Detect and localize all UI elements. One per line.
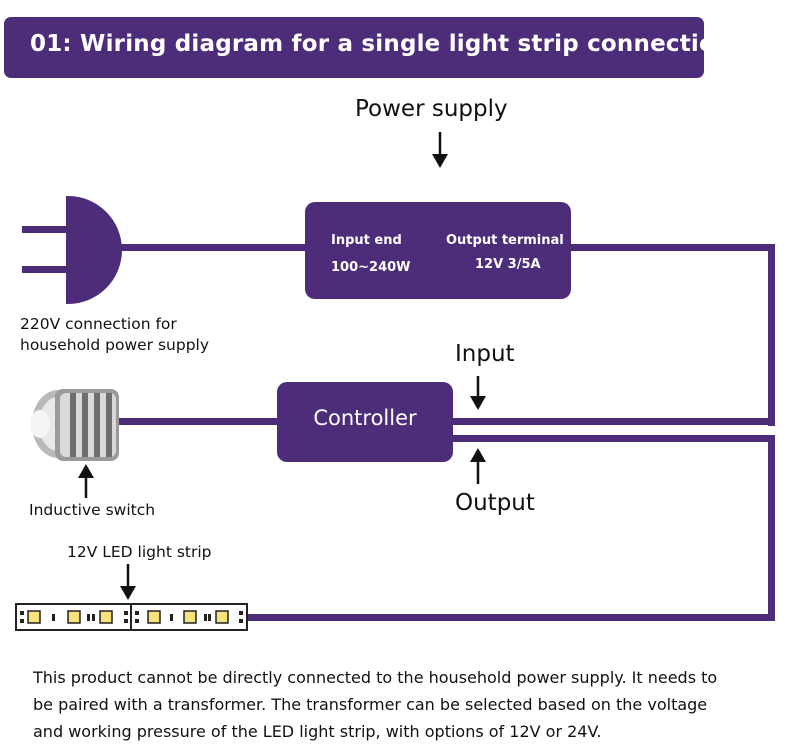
led-strip-icon [15, 603, 248, 631]
plug-label-line1: 220V connection for [20, 315, 177, 333]
note-line-3: and working pressure of the LED light st… [33, 722, 602, 741]
arrow-input [470, 376, 486, 410]
controller-label: Controller [313, 406, 417, 430]
header-banner [4, 17, 704, 78]
led-strip-label: 12V LED light strip [67, 543, 212, 561]
output-label: Output [455, 490, 535, 516]
power-supply-box [305, 202, 571, 299]
wire-plug-to-power-supply [110, 244, 310, 251]
input-label: Input [455, 341, 515, 367]
wire-right-vertical-lower [768, 435, 775, 621]
arrow-output [470, 448, 486, 484]
wire-right-vertical-upper [768, 244, 775, 426]
wire-controller-input [450, 418, 775, 425]
wire-output-terminal [565, 244, 775, 251]
input-end-value: 100~240W [331, 260, 411, 275]
controller-box [277, 382, 453, 462]
plug-icon [22, 196, 122, 304]
inductive-switch-label: Inductive switch [29, 501, 156, 519]
note-line-2: be paired with a transformer. The transf… [33, 695, 708, 714]
wire-controller-output [450, 435, 775, 442]
arrow-power-supply [432, 132, 448, 168]
arrow-led-strip [120, 564, 136, 600]
arrow-inductive-switch [78, 464, 94, 498]
wire-to-led-strip [245, 614, 775, 621]
note-line-1: This product cannot be directly connecte… [33, 668, 718, 687]
power-supply-label: Power supply [355, 96, 508, 122]
input-end-label: Input end [331, 233, 402, 248]
output-terminal-label: Output terminal [446, 233, 564, 248]
note-text: This product cannot be directly connecte… [33, 664, 773, 745]
inductive-switch-icon [30, 389, 119, 461]
wire-switch-to-controller [118, 418, 280, 425]
page-title: 01: Wiring diagram for a single light st… [30, 31, 732, 57]
plug-label-line2: household power supply [20, 336, 210, 354]
output-terminal-value: 12V 3/5A [475, 257, 541, 272]
